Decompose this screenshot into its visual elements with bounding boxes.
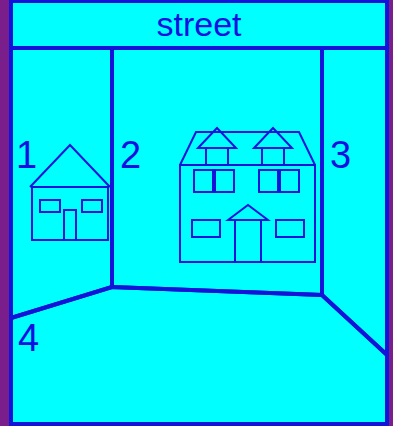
small-house	[30, 145, 110, 240]
lot-number: 1	[16, 136, 37, 174]
region-outline	[11, 287, 387, 424]
region-border	[11, 1, 387, 48]
lot-region: 2	[112, 48, 322, 295]
lot-number: 2	[120, 136, 141, 174]
region-outline	[112, 48, 322, 295]
region-border	[322, 48, 387, 355]
region-border	[112, 48, 322, 295]
large-house	[180, 128, 315, 262]
street-label: street	[156, 7, 241, 41]
lot-region: 1	[11, 48, 112, 318]
region-border	[11, 287, 387, 424]
lot-region: 3	[322, 48, 387, 355]
street-band: street	[11, 1, 387, 48]
ground-panel	[10, 0, 388, 426]
region-border	[11, 48, 112, 318]
region-outline	[322, 48, 387, 355]
region-outline	[11, 48, 112, 318]
lot-number: 3	[330, 136, 351, 174]
lot-region: 4	[11, 287, 387, 424]
lot-number: 4	[18, 319, 39, 357]
